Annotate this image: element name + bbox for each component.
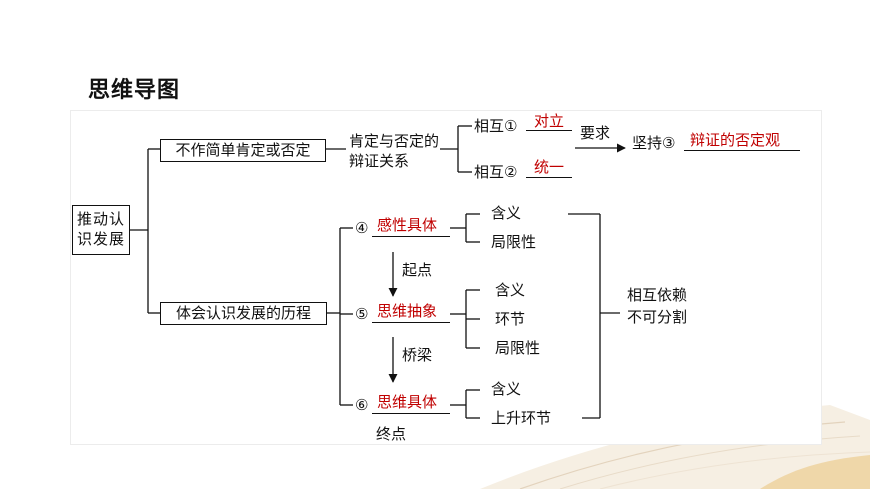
item2-prefix: 相互② (474, 163, 518, 181)
item2-answer: 统一 (534, 158, 565, 176)
dialectical-relation-label: 肯定与否定的辩证关系 (349, 132, 440, 170)
end-point-label: 终点 (376, 425, 407, 443)
interdependence-line1: 相互依赖 (627, 286, 688, 304)
mind-map-panel (70, 110, 822, 445)
page-title: 思维导图 (88, 78, 181, 103)
root-label: 推动认识发展 (77, 210, 126, 248)
stage5-sub-limitation: 局限性 (495, 339, 541, 357)
conclusion-answer-underline (684, 150, 800, 151)
item1-answer: 对立 (534, 112, 565, 130)
branch1-label: 不作简单肯定或否定 (175, 141, 311, 159)
root-node: 推动认识发展 (72, 205, 130, 255)
branch-cognition-process: 体会认识发展的历程 (160, 302, 327, 325)
stage6-number: ⑥ (355, 396, 369, 414)
stage4-underline (372, 236, 450, 237)
stage4-sub-limitation: 局限性 (491, 233, 537, 251)
stage4-number: ④ (355, 219, 369, 237)
requirement-label: 要求 (580, 124, 611, 142)
stage5-sub-meaning: 含义 (495, 281, 526, 299)
item1-prefix: 相互① (474, 117, 518, 135)
stage6-underline (372, 413, 450, 414)
stage6-sub-meaning: 含义 (491, 380, 522, 398)
conclusion-answer: 辩证的否定观 (690, 131, 781, 149)
bridge-label: 桥梁 (402, 346, 433, 364)
stage5-sub-links: 环节 (495, 310, 526, 328)
item1-answer-underline (526, 130, 572, 131)
stage4-sub-meaning: 含义 (491, 204, 522, 222)
starting-point-label: 起点 (402, 261, 433, 279)
stage5-thinking-abstraction: 思维抽象 (377, 302, 438, 320)
branch2-label: 体会认识发展的历程 (175, 304, 311, 322)
stage5-underline (372, 322, 450, 323)
item2-answer-underline (526, 177, 572, 178)
interdependence-line2: 不可分割 (627, 308, 688, 326)
stage5-number: ⑤ (355, 305, 369, 323)
conclusion-prefix: 坚持③ (632, 134, 676, 152)
stage6-sub-ascending-link: 上升环节 (491, 409, 552, 427)
stage4-perceptual-concrete: 感性具体 (377, 216, 438, 234)
stage6-thinking-concrete: 思维具体 (377, 393, 438, 411)
branch-simple-affirm-negate: 不作简单肯定或否定 (160, 139, 326, 162)
